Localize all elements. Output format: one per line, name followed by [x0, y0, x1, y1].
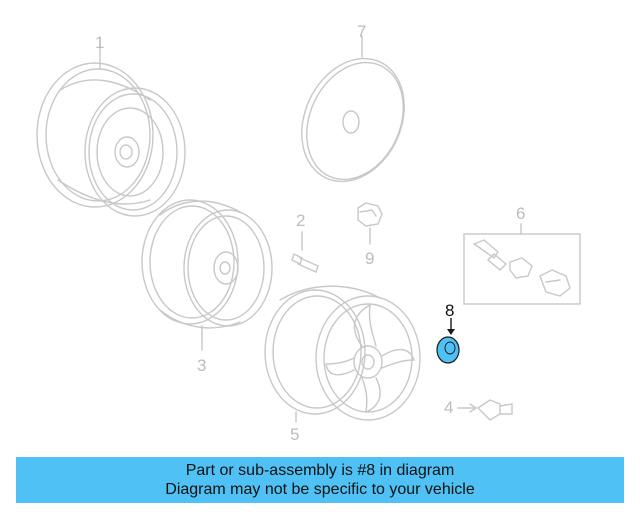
- part-8-center-cap[interactable]: [436, 318, 460, 364]
- callout-1: 1: [95, 33, 105, 52]
- part-3-steel-wheel[interactable]: [141, 199, 273, 351]
- banner-line-2: Diagram may not be specific to your vehi…: [165, 481, 475, 498]
- parts-diagram: [36, 35, 581, 423]
- part-5-alloy-wheel[interactable]: [264, 285, 421, 423]
- part-2-wheel-stud[interactable]: [291, 231, 319, 273]
- callout-3: 3: [197, 356, 207, 375]
- banner-line-1: Part or sub-assembly is #8 in diagram: [185, 462, 455, 479]
- callout-9: 9: [365, 249, 375, 268]
- callout-7: 7: [357, 22, 367, 41]
- callout-4: 4: [444, 398, 454, 417]
- callout-5: 5: [290, 425, 300, 444]
- callout-8: 8: [445, 301, 455, 320]
- part-6-lock-set[interactable]: [463, 223, 581, 305]
- info-banner: Part or sub-assembly is #8 in diagram Di…: [16, 457, 624, 503]
- part-9-lug-nut[interactable]: [357, 202, 383, 245]
- part-4-valve-stem[interactable]: [457, 399, 513, 421]
- part-1-steel-wheel[interactable]: [36, 37, 186, 217]
- callout-2: 2: [296, 211, 306, 230]
- callout-6: 6: [516, 204, 526, 223]
- part-7-wheel-cover[interactable]: [282, 35, 423, 198]
